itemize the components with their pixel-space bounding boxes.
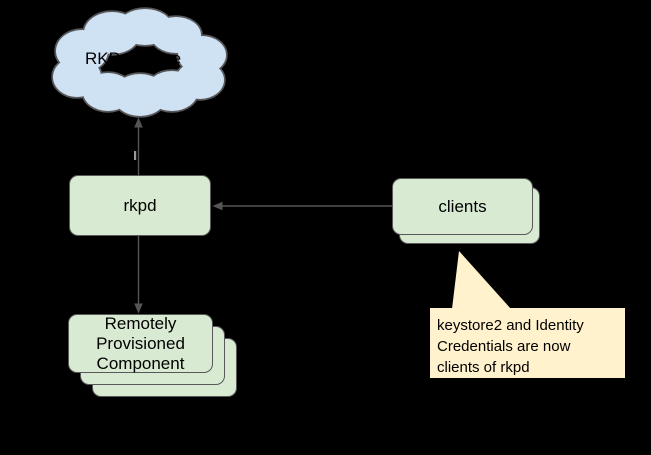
rpc-label-line-3: Component xyxy=(96,353,185,373)
cloud-body xyxy=(53,9,226,116)
rpc-label-line-1: Remotely xyxy=(104,313,177,333)
arrowhead-left-icon xyxy=(212,201,223,211)
clients-label: clients xyxy=(438,196,487,216)
rkpd-label: rkpd xyxy=(123,195,157,215)
callout-note: keystore2 and Identity Credentials are n… xyxy=(430,308,625,378)
callout-line-3: clients of rkpd xyxy=(437,359,530,376)
rkp-service-cloud-shape xyxy=(51,7,228,118)
connector-midpoint-tick xyxy=(134,151,137,160)
rpc-label-line-2: Provisioned xyxy=(96,333,185,353)
node-remotely-provisioned-component: Remotely Provisioned Component xyxy=(68,314,213,373)
callout-line-1: keystore2 and Identity xyxy=(437,317,584,334)
callout-tail xyxy=(452,251,511,309)
arrowhead-down-icon xyxy=(134,303,143,314)
node-clients: clients xyxy=(392,178,533,235)
arrowhead-up-icon xyxy=(134,117,143,128)
callout-line-2: Credentials are now xyxy=(437,338,571,355)
rkp-service-label: RKP Service xyxy=(84,49,182,68)
node-rkpd: rkpd xyxy=(69,175,211,236)
